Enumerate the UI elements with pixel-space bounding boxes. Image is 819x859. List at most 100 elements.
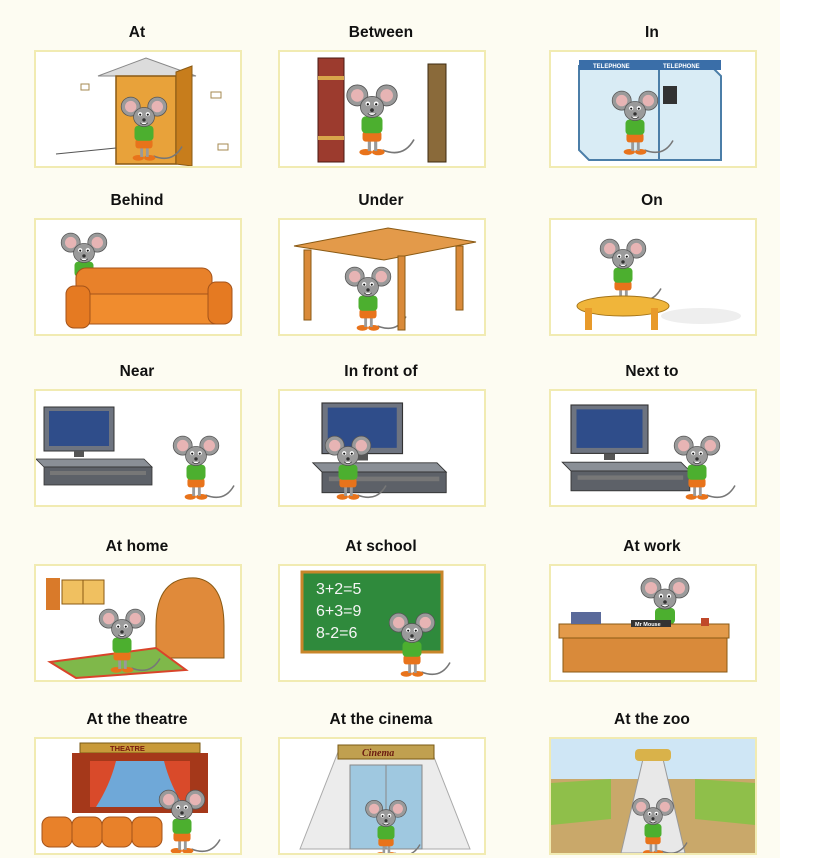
- card-illustration: [549, 737, 757, 855]
- phonebox-sign-left: TELEPHONE: [593, 64, 630, 70]
- card-label: Between: [348, 24, 414, 41]
- zoo-gate: [635, 749, 671, 761]
- card-on: On: [549, 190, 757, 340]
- curtain-right: [164, 761, 190, 807]
- card-label: At school: [345, 538, 417, 555]
- stool-seat: [576, 295, 670, 317]
- mouse-character: [324, 435, 387, 500]
- hedge-left: [551, 779, 611, 825]
- card-label: At the zoo: [614, 711, 690, 728]
- blackboard-line: 3+2=5: [316, 581, 361, 598]
- phonebox-glass: [578, 65, 722, 161]
- brick: [80, 83, 90, 91]
- mouse-character: [388, 612, 451, 677]
- card-at-the-cinema: At the cinema Cinema: [278, 709, 486, 859]
- card-label: At home: [105, 538, 169, 555]
- stool-leg: [651, 308, 658, 330]
- card-label: At the cinema: [329, 711, 433, 728]
- blackboard: [300, 570, 444, 654]
- table-leg: [303, 249, 312, 321]
- card-illustration: Mr Mouse: [549, 564, 757, 682]
- curtain: [46, 578, 60, 610]
- nameplate-text: Mr Mouse: [635, 622, 661, 628]
- tv-set: [36, 406, 153, 486]
- card-at-home: At home: [34, 536, 242, 686]
- card-illustration: TELEPHONE TELEPHONE: [549, 50, 757, 168]
- desk-body: [562, 637, 728, 673]
- telephone: [663, 86, 677, 104]
- hedge-right: [695, 779, 755, 825]
- card-at-the-theatre: At the theatre THEATRE: [34, 709, 242, 859]
- mouse-character: [673, 435, 736, 500]
- computer: [571, 612, 601, 624]
- card-label: Near: [119, 363, 155, 380]
- card-in-front-of: In front of: [278, 361, 486, 511]
- brick: [217, 143, 229, 151]
- phonebox-sign-right: TELEPHONE: [663, 64, 700, 70]
- mouse-character: [158, 789, 221, 853]
- card-illustration: [278, 50, 486, 168]
- card-illustration: [278, 218, 486, 336]
- theatre-sign: THEATRE: [110, 744, 145, 753]
- card-label: In: [645, 24, 659, 41]
- mouse-character: [172, 435, 235, 500]
- tv-set: [561, 404, 691, 492]
- mouse-character: [98, 608, 161, 673]
- card-label: In front of: [344, 363, 418, 380]
- table-leg: [397, 255, 406, 331]
- mouse-character: [365, 799, 421, 853]
- card-label: At the theatre: [86, 711, 188, 728]
- sofa-arm: [65, 285, 91, 329]
- card-label: Next to: [625, 363, 679, 380]
- card-illustration: [34, 218, 242, 336]
- curtain-left: [90, 761, 116, 807]
- card-near: Near: [34, 361, 242, 511]
- card-next-to: Next to: [549, 361, 757, 511]
- card-label: At work: [623, 538, 681, 555]
- card-label: On: [641, 192, 663, 209]
- theatre-seat: [71, 816, 103, 848]
- table-leg: [455, 245, 464, 311]
- arched-door: [155, 577, 225, 659]
- card-illustration: THEATRE: [34, 737, 242, 855]
- mouse-character: [120, 96, 183, 161]
- mouse-character: [611, 90, 674, 155]
- blackboard-line: 8-2=6: [316, 625, 357, 642]
- card-illustration: [278, 389, 486, 507]
- blackboard-line: 6+3=9: [316, 603, 361, 620]
- card-at-the-zoo: At the zoo: [549, 709, 757, 859]
- card-at: At: [34, 22, 242, 172]
- floor-line: [55, 147, 117, 155]
- mouse-character: [346, 84, 415, 156]
- card-illustration: Cinema: [278, 737, 486, 855]
- card-illustration: [34, 564, 242, 682]
- card-behind: Behind: [34, 190, 242, 340]
- table-top: [293, 227, 477, 261]
- card-illustration: [34, 389, 242, 507]
- book-right: [427, 63, 447, 163]
- door-open: [175, 65, 193, 166]
- stool-leg: [585, 308, 592, 330]
- theatre-seat: [131, 816, 163, 848]
- mouse-character: [344, 266, 407, 331]
- card-label: Behind: [110, 192, 164, 209]
- book-left: [317, 57, 345, 163]
- mug: [701, 618, 709, 626]
- theatre-seat: [101, 816, 133, 848]
- card-at-work: At work Mr Mouse: [549, 536, 757, 686]
- card-label: Under: [358, 192, 404, 209]
- sofa-arm: [207, 281, 233, 325]
- card-under: Under: [278, 190, 486, 340]
- mouse-character: [599, 238, 662, 303]
- card-label: At: [128, 24, 146, 41]
- nameplate: [631, 620, 671, 627]
- card-between: Between: [278, 22, 486, 172]
- sofa-seat: [69, 293, 223, 325]
- cinema-sign-board: [337, 744, 435, 760]
- card-illustration: [549, 218, 757, 336]
- phonebox-roof: [579, 60, 721, 70]
- card-at-school: At school 3+2=5 6+3=9 8-2=6: [278, 536, 486, 686]
- cinema-sign: Cinema: [362, 748, 394, 759]
- card-illustration: [549, 389, 757, 507]
